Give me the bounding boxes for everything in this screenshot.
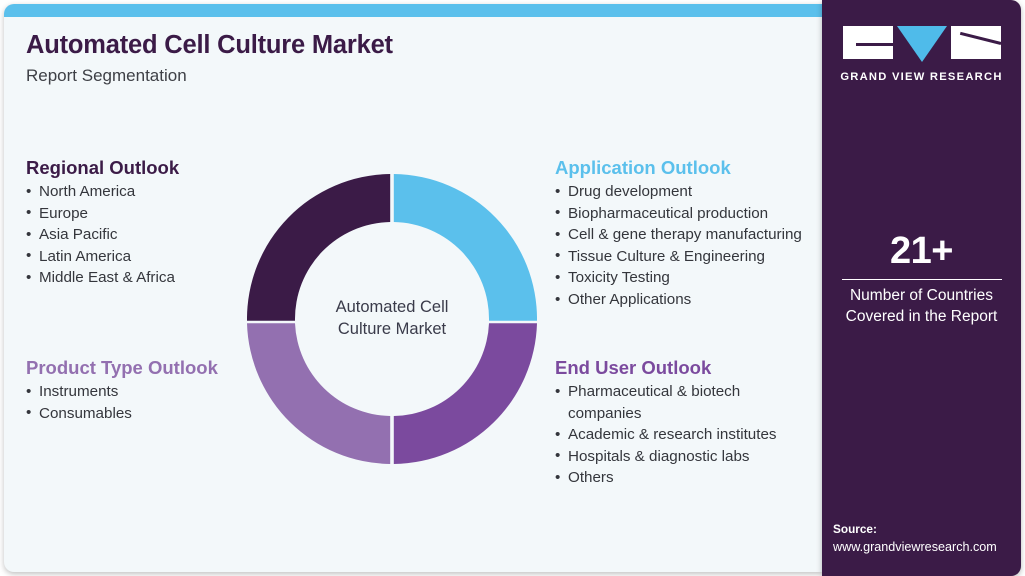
segment-heading-application: Application Outlook [555,157,731,178]
donut-slice-regional [246,174,391,321]
top-accent-bar [4,4,822,17]
page-subtitle: Report Segmentation [26,65,187,85]
segment-block-product-type: Product Type Outlook Instruments Consuma… [26,356,276,424]
logo-g-icon [842,26,893,59]
segment-block-application: Application Outlook Drug development Bio… [555,156,822,311]
list-item: Others [555,467,810,489]
list-item: Toxicity Testing [555,267,822,289]
segment-list-end-user: Pharmaceutical & biotech companies Acade… [555,381,810,489]
donut-slice-product-type [247,323,391,464]
list-item: Latin America [26,245,276,268]
segment-heading-product-type: Product Type Outlook [26,357,218,378]
header: Automated Cell Culture Market Report Seg… [26,30,666,86]
list-item: Other Applications [555,289,822,311]
segment-block-regional: Regional Outlook North America Europe As… [26,156,276,289]
donut-slice-application [393,174,538,321]
list-item: Europe [26,202,276,225]
logo-wordmark: GRAND VIEW RESEARCH [840,71,1003,83]
list-item: Tissue Culture & Engineering [555,245,822,268]
list-item: Hospitals & diagnostic labs [555,445,810,468]
stat-label-line1: Number of Countries [849,287,993,305]
list-item: Drug development [555,181,822,203]
page-title: Automated Cell Culture Market [26,31,393,59]
stat-countries: 21+ Number of Countries Covered in the R… [822,230,1021,328]
segment-list-product-type: Instruments Consumables [26,381,276,424]
list-item: Biopharmaceutical production [555,202,822,225]
source-footer: Source: www.grandviewresearch.com [833,521,1021,556]
list-item: Pharmaceutical & biotech companies [555,381,810,424]
list-item: Consumables [26,402,276,425]
segment-list-application: Drug development Biopharmaceutical produ… [555,181,822,310]
list-item: North America [26,181,276,203]
stat-label-line2: Covered in the Report [845,307,998,325]
source-url: www.grandviewresearch.com [833,539,997,554]
list-item: Middle East & Africa [26,267,276,289]
list-item: Asia Pacific [26,224,276,246]
logo-marks [842,26,1001,62]
donut-chart-svg [246,174,538,464]
sidebar: GRAND VIEW RESEARCH 21+ Number of Countr… [822,0,1021,576]
logo-r-icon [950,26,1001,59]
main-panel: Automated Cell Culture Market Report Seg… [4,4,822,572]
segment-heading-end-user: End User Outlook [555,357,712,378]
segment-list-regional: North America Europe Asia Pacific Latin … [26,181,276,289]
brand-logo: GRAND VIEW RESEARCH [822,26,1021,83]
stat-value: 21+ [890,230,953,272]
list-item: Instruments [26,381,276,403]
segment-heading-regional: Regional Outlook [26,157,180,178]
logo-v-triangle-icon [896,26,947,62]
stat-divider [841,278,1002,281]
donut-slice-end-user [393,323,537,464]
source-title: Source: [833,521,877,536]
segment-block-end-user: End User Outlook Pharmaceutical & biotec… [555,356,810,489]
list-item: Cell & gene therapy manufacturing [555,224,822,246]
list-item: Academic & research institutes [555,424,810,446]
donut-chart: Automated Cell Culture Market [246,174,538,464]
